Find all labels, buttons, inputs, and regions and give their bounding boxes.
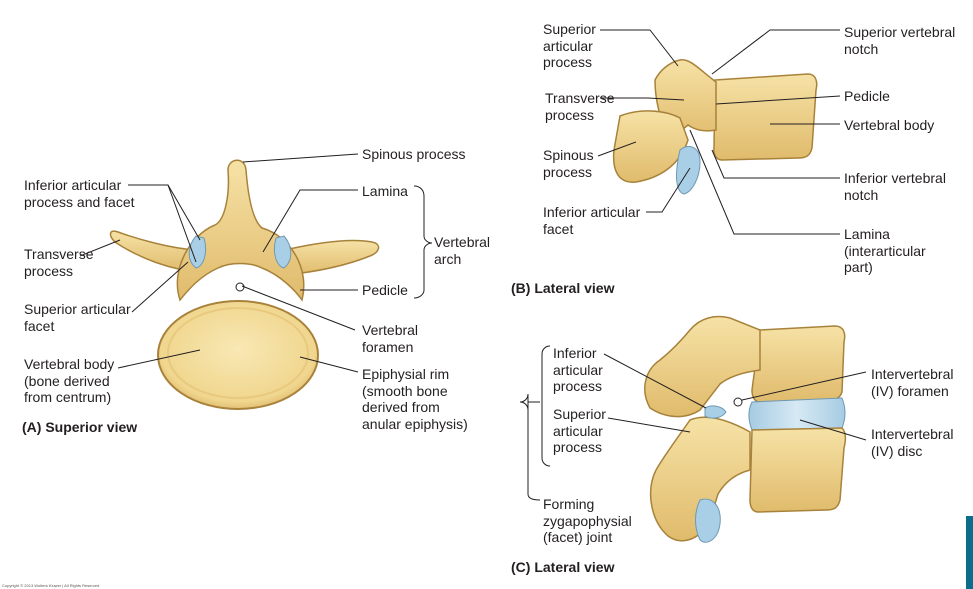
label-inferior-articular-process-facet: Inferior articular process and facet	[24, 177, 135, 210]
edge-accent-bar	[966, 516, 973, 589]
transverse-process-left-shape	[109, 230, 201, 273]
lateral-view-c-vertebrae	[644, 315, 847, 543]
epiphysial-rim-shape	[167, 307, 309, 399]
label-lamina: Lamina	[362, 183, 408, 199]
intervertebral-disc-shape	[748, 397, 846, 431]
label-transverse-process: Transverse process	[24, 246, 94, 279]
lower-inferior-facet-shape	[695, 498, 721, 543]
label-c-inferior-articular-process: Inferior articular process	[553, 345, 603, 394]
lateral-view-c-leader-lines	[519, 345, 867, 501]
vertebral-body-lateral-shape	[713, 73, 818, 161]
label-b-superior-articular-process: Superior articular process	[543, 21, 596, 70]
lateral-view-b-leader-lines	[597, 29, 841, 235]
label-vertebral-body: Vertebral body (bone derived from centru…	[24, 356, 115, 405]
caption-superior-view: (A) Superior view	[22, 419, 138, 435]
upper-vertebral-body-shape	[751, 325, 846, 403]
label-b-lamina: Lamina (interarticular part)	[844, 226, 926, 275]
lower-vertebral-body-shape	[749, 427, 847, 513]
label-b-superior-vertebral-notch: Superior vertebral notch	[844, 24, 956, 57]
spinous-process-lateral-shape	[612, 110, 689, 183]
superior-view-leader-lines	[79, 153, 433, 373]
label-b-spinous-process: Spinous process	[543, 147, 594, 180]
label-vertebral-foramen: Vertebral foramen	[362, 322, 419, 355]
transverse-process-right-shape	[284, 239, 380, 276]
label-vertebral-arch: Vertebral arch	[434, 234, 491, 267]
lower-posterior-elements-shape	[649, 416, 751, 542]
caption-lateral-view-b: (B) Lateral view	[511, 280, 615, 296]
label-c-forming-joint: Forming zygapophysial (facet) joint	[543, 496, 632, 545]
label-b-inferior-articular-facet: Inferior articular facet	[543, 204, 641, 237]
label-b-vertebral-body: Vertebral body	[844, 117, 935, 133]
label-b-inferior-vertebral-notch: Inferior vertebral notch	[844, 170, 946, 203]
vertebral-arch-shape	[176, 159, 305, 302]
label-c-iv-foramen: Intervertebral (IV) foramen	[871, 366, 954, 399]
facet-joint-cartilage-shape	[704, 405, 727, 419]
label-pedicle: Pedicle	[362, 282, 408, 298]
superior-articular-facet-right-shape	[273, 235, 292, 269]
label-c-superior-articular-process: Superior articular process	[553, 406, 606, 455]
upper-posterior-elements-shape	[644, 315, 761, 418]
lateral-view-b-vertebra	[612, 59, 818, 195]
label-spinous-process: Spinous process	[362, 146, 466, 162]
caption-lateral-view-c: (C) Lateral view	[511, 559, 615, 575]
vertebral-body-shape	[157, 300, 319, 410]
superior-view-vertebra	[109, 159, 380, 410]
label-b-transverse-process: Transverse process	[545, 90, 615, 123]
label-superior-articular-facet: Superior articular facet	[24, 301, 131, 334]
label-c-iv-disc: Intervertebral (IV) disc	[871, 426, 954, 459]
label-b-pedicle: Pedicle	[844, 88, 890, 104]
copyright-notice: Copyright © 2013 Wolters Kluwer | All Ri…	[2, 583, 100, 588]
label-epiphysial-rim: Epiphysial rim (smooth bone derived from…	[362, 366, 468, 432]
